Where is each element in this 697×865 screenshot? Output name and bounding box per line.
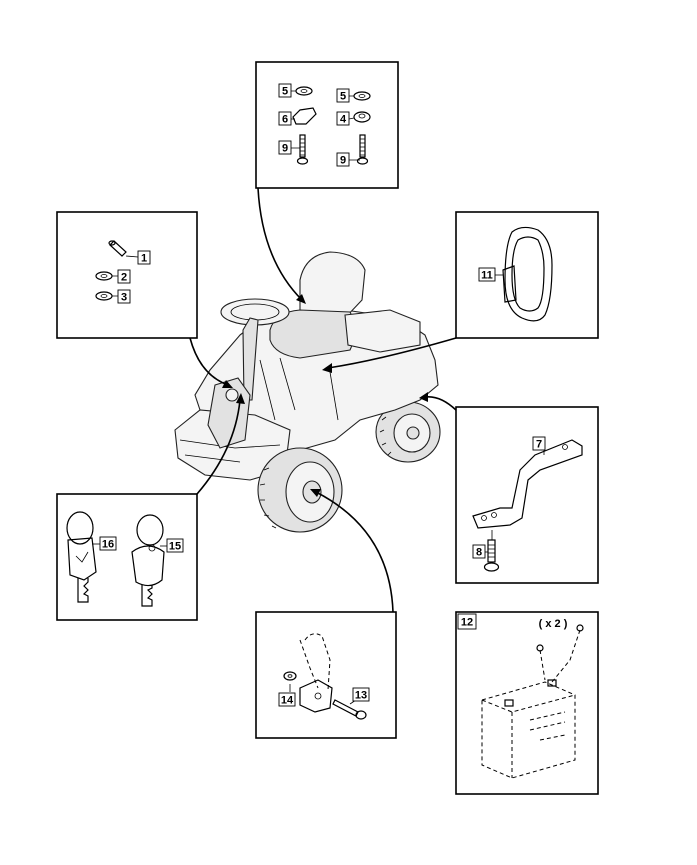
seat-hardware-panel: 5 6 9 5 4 9 — [255, 61, 399, 189]
callout-6-tag — [278, 111, 292, 126]
callout-13-tag — [352, 687, 370, 702]
callout-15: 15 — [169, 541, 181, 553]
callout-11-tag — [478, 267, 496, 282]
pin-washer-panel: 1 2 3 — [56, 211, 198, 339]
keys-panel: 16 15 — [56, 493, 198, 621]
callout-5-right-tag — [336, 88, 350, 103]
front-wheel — [257, 447, 343, 533]
callout-2-tag — [117, 269, 131, 284]
callout-16-tag — [99, 536, 117, 551]
callout-14-tag — [278, 692, 296, 707]
callout-8: 8 — [476, 547, 482, 559]
battery-panel: 12 ( x 2 ) — [455, 611, 599, 795]
callout-1-tag — [137, 250, 151, 265]
bracket-panel: 7 8 — [455, 406, 599, 584]
riding-mower-illustration — [174, 251, 441, 533]
callout-13: 13 — [355, 690, 367, 702]
callout-16: 16 — [102, 539, 114, 551]
key-15-illustration — [131, 514, 168, 607]
callout-9-left-tag — [278, 140, 292, 155]
handle-panel: 11 — [455, 211, 599, 339]
callout-11: 11 — [481, 270, 493, 282]
callout-2: 2 — [121, 272, 127, 284]
callout-15-tag — [166, 538, 184, 553]
leader-lines — [189, 187, 457, 613]
callout-9-right-tag — [336, 152, 350, 167]
callout-4: 4 — [340, 114, 347, 126]
callout-7-tag — [532, 436, 546, 451]
callout-12-tag — [457, 613, 477, 630]
battery-quantity-label: ( x 2 ) — [539, 618, 568, 630]
callout-9-right: 9 — [340, 155, 346, 167]
callout-12: 12 — [461, 617, 473, 629]
callout-5-right: 5 — [340, 91, 346, 103]
pedal-linkage-panel: 14 13 — [255, 611, 397, 739]
callout-6: 6 — [282, 114, 288, 126]
callout-8-tag — [472, 544, 486, 559]
callout-4-tag — [336, 111, 350, 126]
rear-wheel — [375, 401, 441, 463]
callout-9-left: 9 — [282, 143, 288, 155]
callout-7: 7 — [536, 439, 542, 451]
callout-1: 1 — [141, 253, 147, 265]
steering-wheel — [220, 298, 290, 401]
key-16-illustration — [66, 511, 100, 603]
callout-3-tag — [117, 289, 131, 304]
callout-5-left: 5 — [282, 86, 288, 98]
seat — [269, 251, 366, 359]
callout-5-left-tag — [278, 83, 292, 98]
callout-3: 3 — [121, 292, 127, 304]
callout-14: 14 — [281, 695, 294, 707]
